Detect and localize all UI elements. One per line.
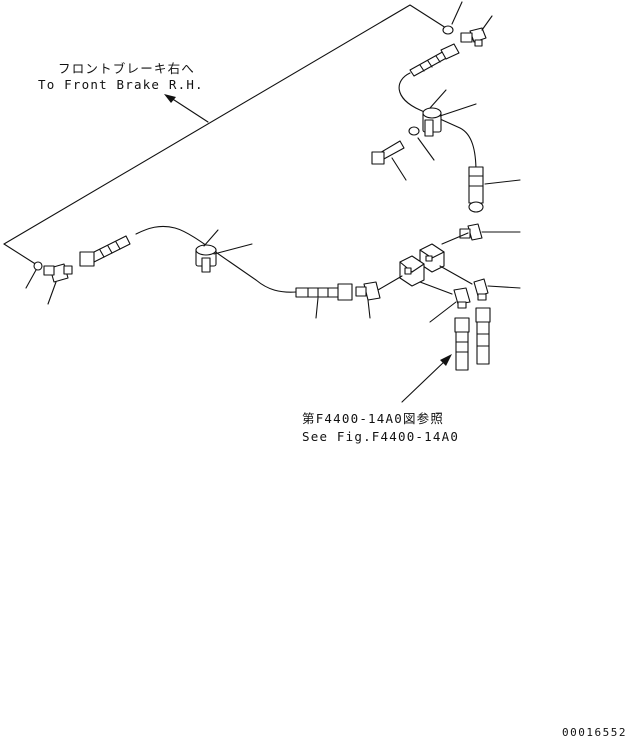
leader-nipple-top — [451, 1, 463, 25]
leader-elbow-center — [367, 299, 371, 319]
front-brake-label-en: To Front Brake R.H. — [38, 77, 204, 92]
leader-hose-center — [315, 297, 319, 319]
leader-nipple-left — [25, 269, 37, 289]
drawing-number: 00016552 — [562, 726, 627, 739]
hose-down-left — [454, 317, 470, 371]
elbow-fitting-mid — [459, 223, 483, 241]
elbow-fitting-right — [473, 278, 489, 301]
leader-front-brake — [167, 95, 209, 123]
leader-elbow-right — [487, 285, 521, 289]
hose-center — [295, 283, 353, 301]
see-fig-label-jp: 第F4400-14A0図参照 — [302, 411, 445, 426]
elbow-fitting-top — [460, 27, 487, 47]
see-fig-label-en: See Fig.F4400-14A0 — [302, 429, 460, 444]
nipple-top — [442, 25, 454, 35]
leader-clamp-upper-2 — [429, 89, 447, 109]
bolt-upper — [371, 140, 405, 165]
pipe-block-right — [439, 265, 473, 285]
arrowhead-see-fig — [440, 354, 452, 366]
pipe-block-lower — [419, 281, 453, 295]
elbow-fitting-center — [355, 281, 381, 301]
clamp-upper — [422, 107, 442, 137]
hose-fitting-top — [409, 43, 460, 77]
leader-elbow-left — [47, 281, 57, 305]
clamp-lower — [195, 244, 217, 273]
leader-elbow-top — [481, 15, 493, 31]
pipe-center — [135, 225, 297, 293]
hose-right-vertical — [468, 166, 484, 213]
leader-clamp-upper — [439, 103, 477, 117]
elbow-fitting-lower — [453, 287, 471, 309]
leader-clamp-lower — [213, 243, 253, 255]
brake-route-line-left — [3, 243, 38, 266]
pipe-upper-right — [398, 72, 477, 173]
leader-see-fig — [401, 359, 447, 403]
junction-block-lower — [399, 255, 425, 287]
pipe-mid-right — [441, 232, 469, 245]
elbow-fitting-left — [43, 263, 73, 283]
nipple-left — [33, 261, 43, 271]
leader-bolt — [391, 157, 407, 181]
washer-upper — [408, 126, 420, 136]
leader-hose-right — [484, 179, 521, 185]
brake-route-line — [3, 4, 447, 245]
hose-down-right — [475, 307, 491, 365]
arrowhead-front-brake — [164, 94, 176, 103]
hose-fitting-left — [79, 235, 131, 267]
front-brake-label-jp: フロントブレーキ右へ — [58, 61, 196, 76]
leader-washer — [417, 137, 435, 161]
leader-elbow-lower — [429, 301, 457, 323]
pipe-block-left — [377, 275, 403, 291]
leader-clamp-lower-2 — [203, 229, 219, 247]
